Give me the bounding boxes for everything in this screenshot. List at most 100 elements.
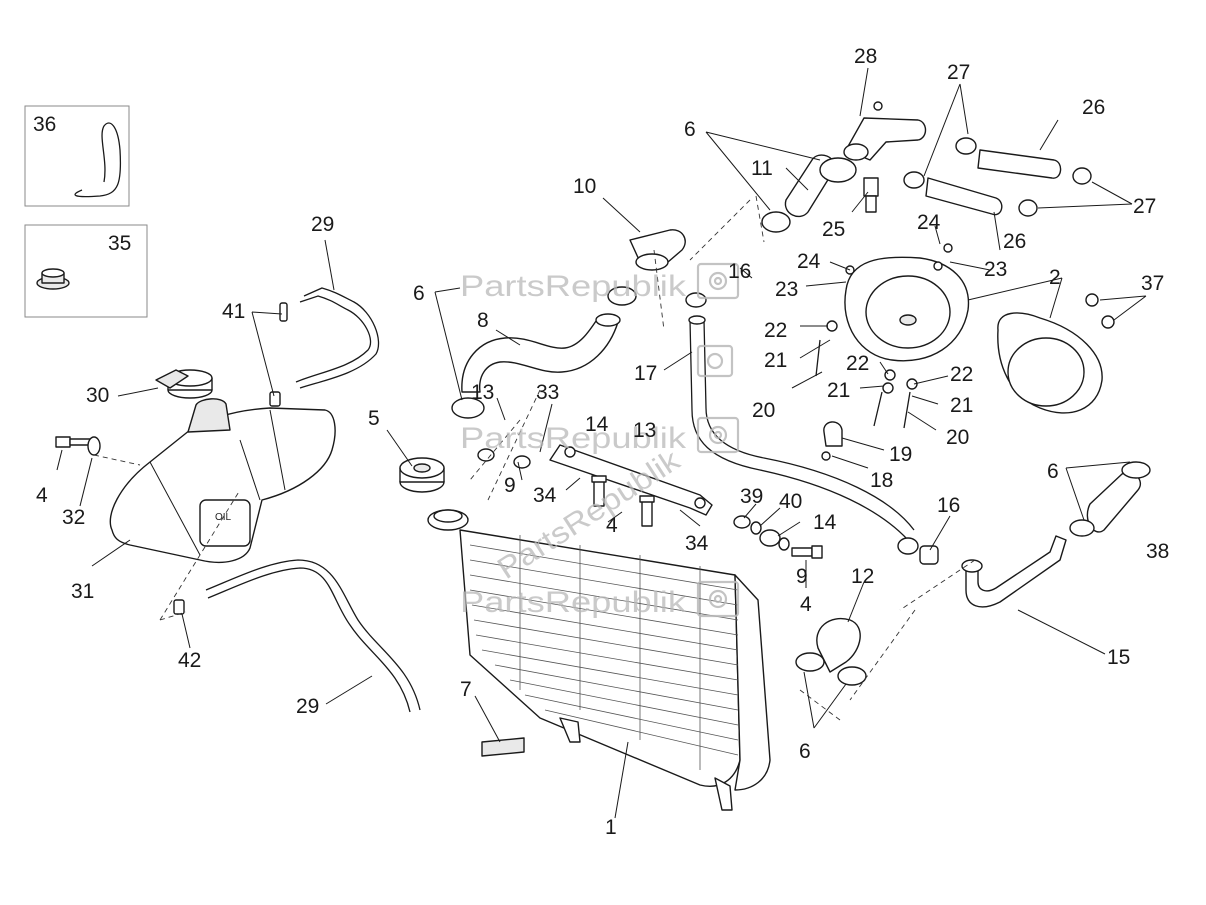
pipe-15 — [961, 535, 1067, 608]
fitting-28 — [843, 101, 927, 161]
callout-14: 14 — [813, 511, 837, 534]
callout-6: 6 — [1047, 460, 1059, 483]
callout-17: 17 — [634, 362, 657, 385]
watermark-text: PartsRepublik — [460, 270, 687, 303]
callout-6: 6 — [413, 282, 425, 305]
spring-clip-42 — [173, 599, 185, 615]
callout-26: 26 — [1082, 96, 1105, 119]
bolt-4-left — [55, 436, 91, 448]
callout-37: 37 — [1141, 272, 1164, 295]
callout-24: 24 — [797, 250, 821, 273]
callout-1: 1 — [605, 816, 617, 839]
bolts-4-center — [591, 475, 823, 559]
hose-8 — [461, 313, 621, 393]
callout-14: 14 — [585, 413, 609, 436]
hose-29-lower — [205, 559, 421, 713]
callout-22: 22 — [764, 319, 787, 342]
callout-4: 4 — [800, 593, 812, 616]
inset-box-36 — [24, 105, 130, 207]
callout-40: 40 — [779, 490, 802, 513]
callout-30: 30 — [86, 384, 109, 407]
thermostat-housing-10 — [607, 229, 686, 306]
callout-13: 13 — [633, 419, 656, 442]
callout-18: 18 — [870, 469, 893, 492]
callout-41: 41 — [222, 300, 245, 323]
callout-20: 20 — [946, 426, 969, 449]
callout-15: 15 — [1107, 646, 1130, 669]
callout-25: 25 — [822, 218, 845, 241]
clamps-27 — [903, 137, 1092, 217]
filler-cap-5 — [399, 457, 445, 493]
callout-22: 22 — [950, 363, 973, 386]
spring-clip-41 — [269, 302, 288, 407]
callout-38: 38 — [1146, 540, 1169, 563]
callout-32: 32 — [62, 506, 85, 529]
callout-16: 16 — [937, 494, 960, 517]
gear-icon — [696, 262, 740, 618]
hose-29-upper — [295, 287, 380, 389]
callout-21: 21 — [950, 394, 973, 417]
clamp-6-left — [451, 397, 485, 419]
inset-box-35 — [24, 224, 148, 318]
small-hardware-21-22-23-24 — [815, 243, 1115, 429]
clamp-16 — [685, 292, 939, 565]
leader-lines — [56, 67, 1147, 819]
callout-34: 34 — [685, 532, 709, 555]
callout-8: 8 — [477, 309, 489, 332]
callout-42: 42 — [178, 649, 201, 672]
callout-10: 10 — [573, 175, 596, 198]
pump-impeller-cover — [997, 312, 1103, 414]
callout-11: 11 — [751, 157, 773, 180]
tank-cap-30 — [155, 369, 213, 399]
radiator-1 — [427, 509, 771, 811]
callout-29: 29 — [296, 695, 319, 718]
thermo-switch-25 — [863, 177, 879, 213]
hose-17 — [688, 315, 919, 555]
callout-6: 6 — [684, 118, 696, 141]
bracket-34 — [549, 444, 713, 516]
callout-29: 29 — [311, 213, 334, 236]
callout-36: 36 — [33, 113, 56, 136]
callout-27: 27 — [1133, 195, 1156, 218]
hoses-26 — [925, 149, 1062, 216]
watermark-text: PartsRepublik — [460, 422, 687, 455]
callout-26: 26 — [1003, 230, 1026, 253]
callout-35: 35 — [108, 232, 131, 255]
expansion-tank-31: OIL — [109, 398, 336, 564]
callout-13: 13 — [471, 381, 494, 404]
pump-cover-2 — [844, 256, 970, 362]
grommets-39-40-14-9 — [477, 448, 790, 551]
elbow-hose-12 — [795, 618, 867, 686]
callout-12: 12 — [851, 565, 874, 588]
callout-24: 24 — [917, 211, 941, 234]
callout-27: 27 — [947, 61, 970, 84]
foam-pad-7 — [481, 737, 525, 757]
callout-19: 19 — [889, 443, 912, 466]
watermark-text: PartsRepublik — [460, 586, 687, 619]
callout-5: 5 — [368, 407, 380, 430]
callout-21: 21 — [764, 349, 787, 372]
callout-9: 9 — [796, 565, 808, 588]
hose-11 — [761, 154, 857, 233]
hose-38 — [1069, 461, 1151, 537]
callout-31: 31 — [71, 580, 94, 603]
callout-20: 20 — [752, 399, 775, 422]
callout-23: 23 — [984, 258, 1007, 281]
callout-2: 2 — [1049, 266, 1061, 289]
callout-34: 34 — [533, 484, 557, 507]
callout-33: 33 — [536, 381, 559, 404]
callout-39: 39 — [740, 485, 763, 508]
callout-22: 22 — [846, 352, 869, 375]
callout-21: 21 — [827, 379, 850, 402]
callout-6: 6 — [799, 740, 811, 763]
clamp-19 — [821, 421, 843, 461]
callout-23: 23 — [775, 278, 798, 301]
callout-9: 9 — [504, 474, 516, 497]
callout-28: 28 — [854, 45, 877, 68]
callout-4: 4 — [36, 484, 48, 507]
callout-4: 4 — [606, 514, 618, 537]
callout-7: 7 — [460, 678, 472, 701]
callout-labels: 1 2 4 4 4 5 6 6 6 6 7 8 9 9 10 11 12 13 … — [33, 45, 1169, 839]
washer-32 — [87, 436, 101, 456]
